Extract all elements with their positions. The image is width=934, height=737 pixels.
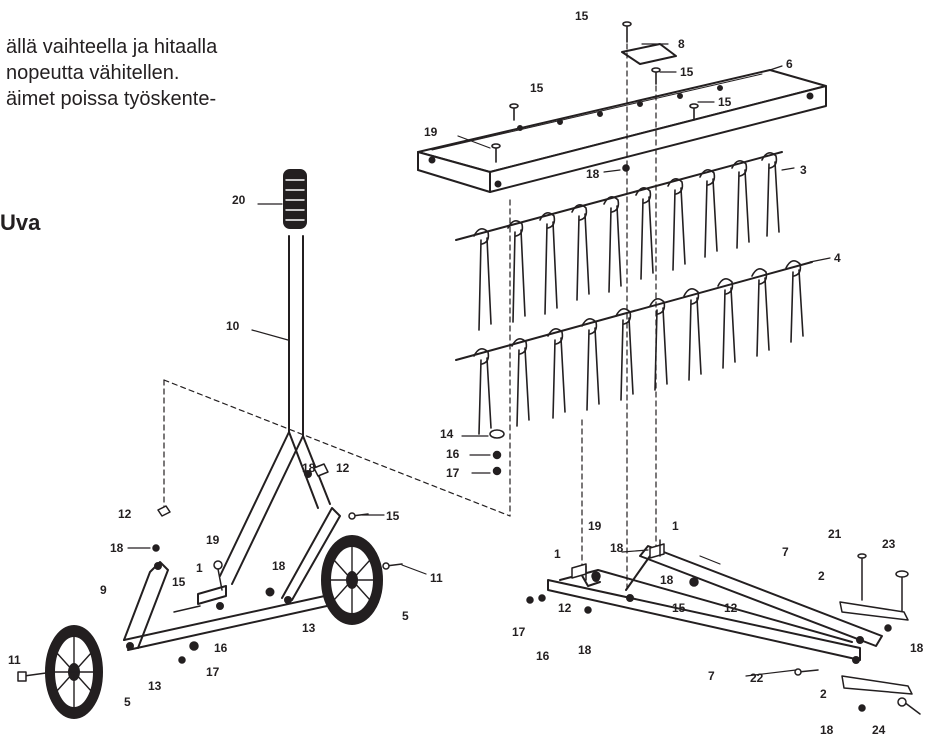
callout-15: 15: [575, 9, 589, 23]
callout-18: 18: [110, 541, 124, 555]
mounting-bracket: [417, 69, 827, 193]
figure-heading: Uva: [0, 210, 41, 235]
callout-19: 19: [424, 125, 438, 139]
callout-1: 1: [672, 519, 679, 533]
wheel-left: [45, 625, 103, 719]
handle-assembly: [219, 169, 331, 585]
callout-5: 5: [124, 695, 131, 709]
callout-21: 21: [828, 527, 842, 541]
callout-19: 19: [588, 519, 602, 533]
callout-12: 12: [558, 601, 572, 615]
callout-labels: 15 8 15 6 15 15 19 18 3 4 20 10 14 16 17…: [8, 9, 924, 737]
callout-16: 16: [536, 649, 550, 663]
callout-13: 13: [148, 679, 162, 693]
callout-4: 4: [834, 251, 841, 265]
callout-15: 15: [386, 509, 400, 523]
callout-2: 2: [820, 687, 827, 701]
callout-19: 19: [206, 533, 220, 547]
callout-10: 10: [226, 319, 240, 333]
wheel-right: [321, 535, 383, 625]
callout-11: 11: [8, 653, 21, 667]
callout-18: 18: [910, 641, 924, 655]
callout-23: 23: [882, 537, 896, 551]
callout-24: 24: [872, 723, 886, 737]
instruction-line-1: ällä vaihteella ja hitaalla: [6, 36, 218, 58]
bracket-screws: [491, 21, 699, 172]
left-frame: [123, 470, 355, 651]
callout-16: 16: [214, 641, 228, 655]
callout-18: 18: [660, 573, 674, 587]
right-hardware: [526, 539, 921, 715]
callout-1: 1: [196, 561, 203, 575]
instruction-line-2: nopeutta vähitellen.: [6, 62, 180, 84]
callout-7: 7: [708, 669, 715, 683]
callout-18: 18: [820, 723, 834, 737]
callout-17: 17: [446, 466, 460, 480]
callout-17: 17: [206, 665, 220, 679]
callout-2: 2: [818, 569, 825, 583]
callout-12: 12: [118, 507, 132, 521]
tine-row-upper: [455, 151, 783, 331]
callout-22: 22: [750, 671, 764, 685]
callout-18: 18: [578, 643, 592, 657]
callout-8: 8: [678, 37, 685, 51]
instruction-line-3: äimet poissa työskente-: [6, 88, 217, 110]
callout-11: 11: [430, 571, 443, 585]
assembly-guide-lines: [163, 43, 657, 593]
callout-5: 5: [402, 609, 409, 623]
callout-15: 15: [718, 95, 732, 109]
right-frame: [547, 545, 883, 664]
callout-14: 14: [440, 427, 454, 441]
callout-leaders: [127, 43, 831, 677]
callout-15: 15: [672, 601, 686, 615]
left-hardware: [17, 463, 403, 682]
callout-18: 18: [586, 167, 600, 181]
callout-18: 18: [610, 541, 624, 555]
callout-1: 1: [554, 547, 561, 561]
callout-20: 20: [232, 193, 246, 207]
washer-stack: [489, 429, 505, 476]
callout-3: 3: [800, 163, 807, 177]
bracket-plate: [621, 43, 677, 65]
callout-12: 12: [724, 601, 738, 615]
callout-18: 18: [302, 461, 316, 475]
callout-18: 18: [272, 559, 286, 573]
callout-9: 9: [100, 583, 107, 597]
callout-12: 12: [336, 461, 350, 475]
callout-15: 15: [680, 65, 694, 79]
callout-6: 6: [786, 57, 793, 71]
callout-15: 15: [172, 575, 186, 589]
callout-15: 15: [530, 81, 544, 95]
callout-16: 16: [446, 447, 460, 461]
callout-13: 13: [302, 621, 316, 635]
callout-7: 7: [782, 545, 789, 559]
callout-17: 17: [512, 625, 526, 639]
